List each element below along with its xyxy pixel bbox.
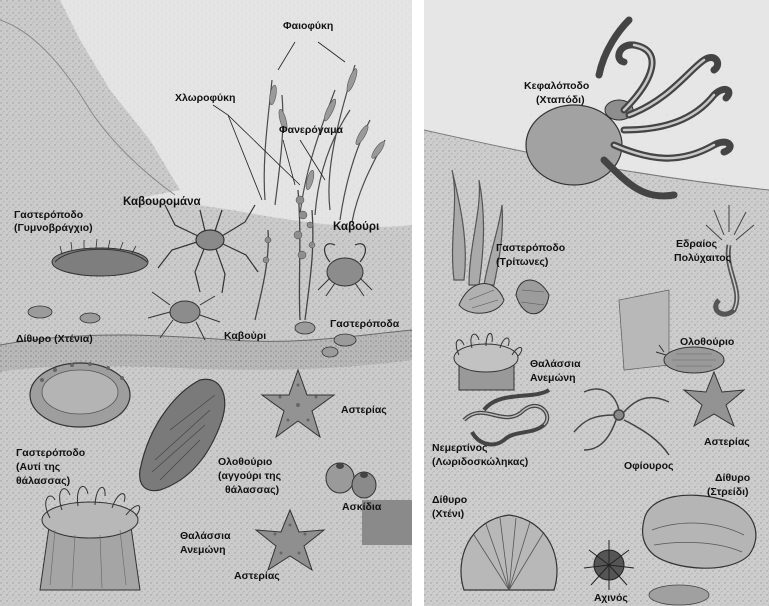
- right-seabed-panel: Κεφαλόποδο (Χταπόδι) Γαστερόποδο (Τρίτων…: [424, 0, 769, 606]
- label-thalassia-1: Θαλάσσια: [180, 530, 231, 543]
- label-olothourio-3: θάλασσας): [225, 484, 279, 497]
- label-edraios-2: Πολύχαιτος: [674, 252, 731, 265]
- label-asterias-top: Αστερίας: [341, 404, 387, 417]
- label-dithyro-xteni-2: (Χτένι): [432, 508, 464, 521]
- label-faneroga: Φανερόγαμα: [279, 124, 343, 137]
- label-achinos: Αχινός: [594, 592, 628, 605]
- label-dithyro-streidi-1: Δίθυρο: [715, 472, 750, 485]
- label-gasteropodo-trit-2: (Τρίτωνες): [496, 256, 548, 269]
- right-seabed-drawing: [424, 0, 769, 606]
- label-gasteropodo-auti-2: (Αυτί της: [16, 461, 60, 474]
- label-chlorofyki: Χλωροφύκη: [175, 92, 235, 105]
- label-askidia: Ασκίδια: [342, 501, 381, 514]
- label-gasteropodo-auti-1: Γαστερόποδο: [16, 447, 85, 460]
- label-olothourio: Ολοθούριο: [680, 336, 734, 349]
- label-nemertinos-2: (Λωριδοσκώληκας): [432, 456, 528, 469]
- label-nemertinos-1: Νεμερτίνος: [432, 442, 488, 455]
- label-faiofyki: Φαιοφύκη: [283, 20, 333, 33]
- oyster-drawing: [643, 495, 756, 568]
- label-asterias-bottom: Αστερίας: [234, 570, 280, 583]
- label-thalassia-1: Θαλάσσια: [530, 358, 581, 371]
- label-thalassia-2: Ανεμώνη: [530, 372, 576, 385]
- label-olothourio-2: (αγγούρι της: [218, 470, 281, 483]
- label-gasteropodo-gymno-2: (Γυμνοβράγχιο): [14, 222, 93, 235]
- rock-ledge: [619, 290, 669, 370]
- label-kavouri-right: Καβούρι: [333, 221, 379, 234]
- label-kefalopodo-1: Κεφαλόποδο: [524, 80, 589, 93]
- label-gasteropodo-auti-3: θάλασσας): [16, 475, 70, 488]
- abalone-drawing: [30, 362, 130, 427]
- label-dithyro-streidi-2: (Στρείδι): [707, 486, 748, 499]
- label-thalassia-2: Ανεμώνη: [180, 544, 226, 557]
- label-asterias: Αστερίας: [704, 436, 750, 449]
- left-seabed-panel: Φαιοφύκη Χλωροφύκη Φανερόγαμα Καβουρομάν…: [0, 0, 412, 606]
- label-olothourio-1: Ολοθούριο: [218, 456, 272, 469]
- label-gasteropoda: Γαστερόποδα: [330, 318, 399, 331]
- label-kavouri-mid: Καβούρι: [224, 330, 266, 343]
- label-ofiouros: Οφίουρος: [624, 460, 674, 473]
- label-gasteropodo-gymno-1: Γαστερόποδο: [14, 209, 83, 222]
- label-kavouromana: Καβουρομάνα: [123, 196, 201, 209]
- label-edraios-1: Εδραίος: [676, 238, 717, 251]
- label-dithyro-xteni-1: Δίθυρο: [432, 494, 467, 507]
- left-seabed-drawing: [0, 0, 412, 606]
- label-dithyro-xtenia: Δίθυρο (Χτένια): [16, 333, 93, 346]
- label-gasteropodo-trit-1: Γαστερόποδο: [496, 242, 565, 255]
- label-kefalopodo-2: (Χταπόδι): [536, 94, 585, 107]
